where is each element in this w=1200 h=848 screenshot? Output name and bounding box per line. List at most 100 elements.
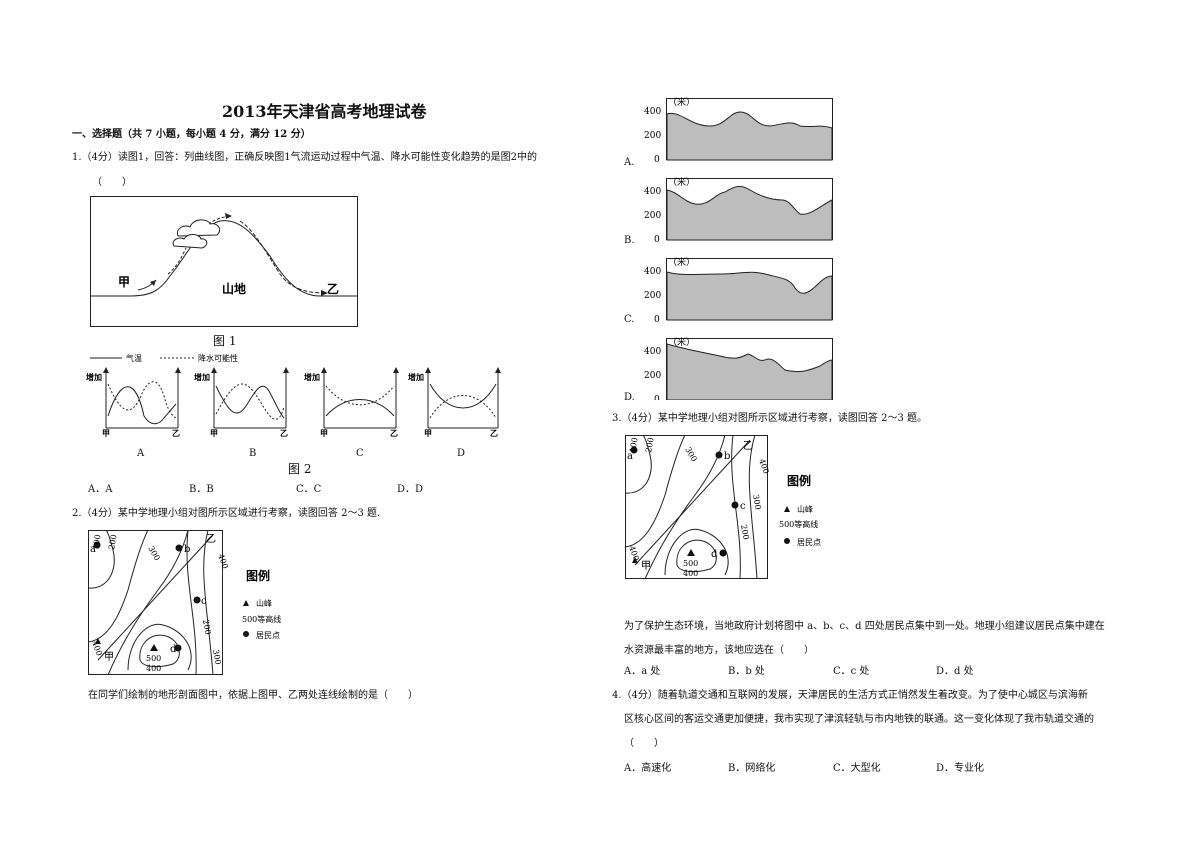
q1-option-b[interactable]: B．B: [189, 484, 214, 495]
profile-d-unit: （米）: [668, 336, 695, 348]
panel-a: 增加 甲 乙: [86, 367, 181, 438]
legend-settlement: 居民点: [256, 631, 280, 640]
rmap-contour-400: 400: [683, 569, 698, 578]
question-3-stem: 3.（4分）某中学地理小组对图所示区域进行考察，读图回答 2～3 题。: [612, 413, 927, 424]
profile-label-a[interactable]: A.: [624, 157, 635, 168]
legend-rain-label: 降水可能性: [198, 353, 238, 363]
axis-yi-c: 乙: [390, 428, 398, 438]
legend-temp-label: 气温: [126, 353, 142, 363]
q1-option-a[interactable]: A．A: [88, 484, 113, 495]
fig1-yi-label: 乙: [327, 282, 339, 296]
axis-increase-c: 增加: [304, 372, 320, 382]
profile-d-tick-400: 400: [644, 347, 661, 357]
contour-map-right: a b c d 甲 乙 500 400 300 200 100 400 200 …: [625, 435, 821, 580]
q1-option-d[interactable]: D．D: [397, 484, 424, 495]
panel-label-a: A: [137, 448, 145, 459]
profile-a-tick-200: 200: [644, 131, 661, 141]
question-3-text-2: 水资源最丰富的地方，该地应选在（ ）: [624, 645, 814, 656]
rmap-contour-200: 200: [644, 437, 656, 454]
axis-yi-a: 乙: [172, 428, 180, 438]
q3-option-d[interactable]: D．d 处: [936, 666, 974, 677]
contour-label-200: 200: [107, 534, 119, 551]
question-4-line-1: 4.（4分）随着轨道交通和互联网的发展，天津居民的生活方式正悄然发生着改变。为了…: [612, 690, 1088, 701]
q4-option-b[interactable]: B．网络化: [728, 763, 776, 774]
rmap-point-c: c: [740, 501, 746, 512]
rmap-point-a: a: [627, 451, 633, 462]
section-heading: 一、选择题（共 7 小题，每小题 4 分，满分 12 分）: [72, 129, 311, 140]
contour-label-400: 400: [146, 664, 161, 673]
profile-c-tick-400: 400: [644, 267, 661, 277]
figure-1-diagram: 甲 山地 乙: [90, 196, 358, 327]
profile-b-tick-0: 0: [654, 235, 660, 245]
axis-increase-d: 增加: [408, 372, 424, 382]
question-4-bracket: （ ）: [624, 738, 664, 749]
profile-label-c[interactable]: C.: [624, 314, 635, 325]
rmap-contour-400-right: 400: [757, 458, 771, 475]
figure-2-caption: 图 2: [288, 462, 312, 476]
panel-label-d: D: [457, 448, 466, 459]
axis-jia-c: 甲: [320, 428, 328, 438]
profile-b-tick-400: 400: [644, 187, 661, 197]
rmap-yi-label: 乙: [743, 440, 753, 452]
point-d-label: d: [170, 644, 177, 655]
question-2-stem: 2.（4分）某中学地理小组对图所示区域进行考察，读图回答 2～3 题.: [72, 508, 381, 519]
profile-a-tick-400: 400: [644, 107, 661, 117]
profile-c-tick-0: 0: [654, 315, 660, 325]
q3-option-c[interactable]: C．c 处: [833, 666, 870, 677]
map-jia-label: 甲: [104, 652, 114, 663]
question-2-after: 在同学们绘制的地形剖面图中，依据上图甲、乙两处连线绘制的是（ ）: [88, 690, 418, 701]
profile-b-tick-200: 200: [644, 211, 661, 221]
legend-title: 图例: [246, 568, 270, 583]
fig1-jia-label: 甲: [118, 275, 130, 289]
contour-label-500: 500: [146, 654, 161, 663]
profile-a-tick-0: 0: [654, 155, 660, 165]
contour-label-100: 100: [91, 534, 103, 551]
q4-option-a[interactable]: A．高速化: [624, 763, 672, 774]
panel-b: 增加 甲 乙: [194, 367, 289, 438]
axis-increase-b: 增加: [194, 372, 210, 382]
q4-option-d[interactable]: D．专业化: [936, 763, 985, 774]
rmap-contour-500: 500: [683, 559, 698, 568]
profile-c-unit: （米）: [668, 256, 695, 268]
profile-label-b[interactable]: B.: [624, 235, 635, 246]
q1-option-c[interactable]: C．C: [296, 484, 322, 495]
rmap-legend-settlement: 居民点: [797, 538, 821, 547]
point-a-label: a: [90, 544, 96, 555]
map-yi-label: 乙: [206, 533, 216, 545]
panel-label-b: B: [249, 448, 257, 459]
rmap-contour-100: 100: [628, 437, 640, 454]
profile-b: 400 200 0 （米）: [644, 176, 833, 245]
contour-label-300: 300: [146, 545, 161, 563]
axis-jia-a: 甲: [102, 428, 110, 438]
profile-a-unit: （米）: [668, 96, 695, 108]
axis-jia-d: 甲: [424, 428, 432, 438]
page-title: 2013年天津省高考地理试卷: [222, 102, 427, 121]
q4-option-c[interactable]: C．大型化: [833, 763, 881, 774]
profile-c-tick-200: 200: [644, 291, 661, 301]
axis-yi-d: 乙: [490, 428, 498, 438]
rmap-contour-400-left: 400: [627, 545, 641, 562]
question-1-stem: 1.（4分）读图1，回答：列曲线图，正确反映图1气流运动过程中气温、降水可能性变…: [72, 152, 537, 163]
panel-c: 增加 甲 乙: [304, 367, 399, 438]
profile-d-tick-0: 0: [654, 395, 660, 400]
contour-label-300-right: 300: [211, 649, 223, 666]
figure-1-caption: 图 1: [213, 334, 237, 348]
rmap-legend-contour: 500等高线: [779, 519, 818, 529]
legend-peak: 山峰: [256, 598, 272, 608]
profile-label-d[interactable]: D.: [624, 392, 635, 403]
profile-charts: 400 200 0 （米） 400 200 0 （米） 400 200 0 （米…: [644, 96, 833, 400]
panel-label-c: C: [356, 448, 364, 459]
question-1-bracket: （ ）: [92, 177, 132, 188]
legend-contour: 500等高线: [242, 614, 281, 624]
profile-d-tick-200: 200: [644, 371, 661, 381]
rmap-contour-300-right: 300: [751, 494, 763, 511]
axis-yi-b: 乙: [280, 428, 288, 438]
figure-2-legend: 气温 降水可能性: [90, 353, 238, 363]
q3-option-a[interactable]: A．a 处: [624, 666, 661, 677]
rmap-point-d: d: [711, 549, 718, 560]
question-3-text-1: 为了保护生态环境，当地政府计划将图中 a、b、c、d 四处居民点集中到一处。地理…: [624, 621, 1105, 632]
profile-a: 400 200 0 （米）: [644, 96, 833, 165]
rmap-jia-label: 甲: [641, 561, 651, 572]
q3-option-b[interactable]: B．b 处: [728, 666, 765, 677]
contour-label-400-left: 400: [90, 640, 104, 657]
